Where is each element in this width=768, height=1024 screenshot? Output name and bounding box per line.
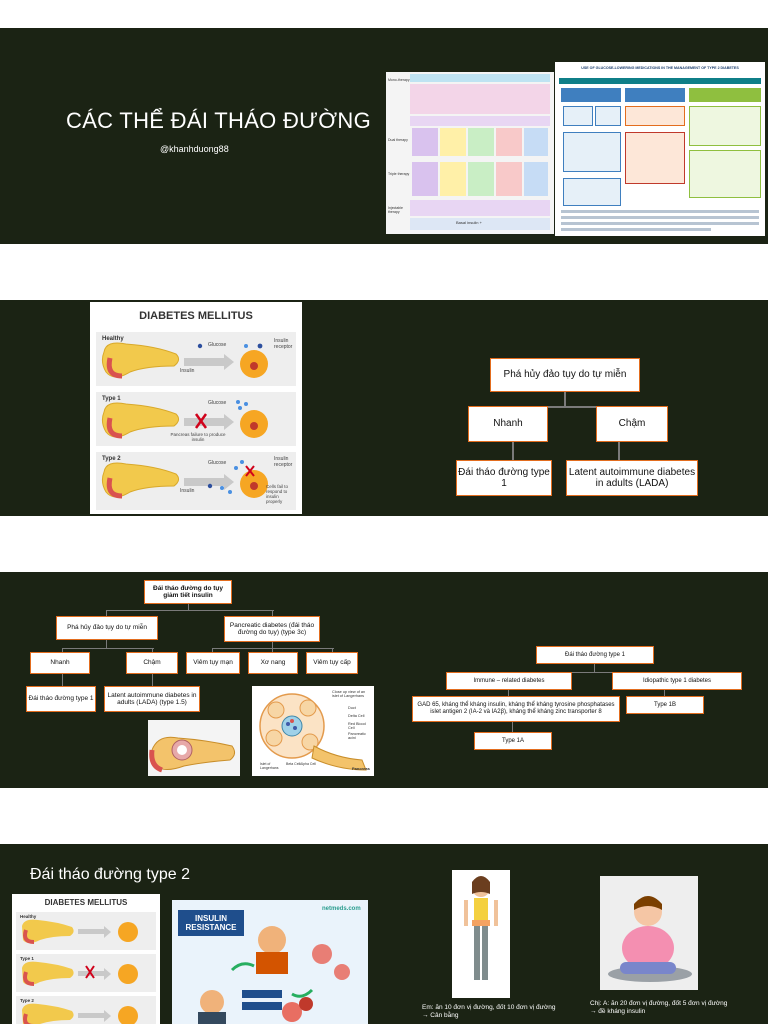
antibodies-list: GAD 65, kháng thể kháng insulin, kháng t… [412,696,620,722]
type2-failure-note: Cells fail to respond to insulin properl… [266,484,289,504]
pancreas-anatomy-image [148,720,240,776]
tree-slow: Chậm [126,652,178,674]
tree-fast: Nhanh [30,652,90,674]
arrows [184,354,234,490]
type1-glucose-note: Glucose [208,400,227,406]
tree-fast: Nhanh [468,406,548,442]
tree-lada: Latent autoimmune diabetes in adults (LA… [104,686,200,712]
caption-resistance-line2: → đề kháng insulin [590,1008,646,1016]
diabetes-mellitus-figure: DIABETES MELLITUS Healthy Type 1 Type 2 [90,302,302,514]
type1-x-mark [194,413,208,429]
glucose-dots [220,344,248,494]
slide-type1-overview: DIABETES MELLITUS Healthy Type 1 Type 2 [0,300,768,516]
label-red-blood-cell: Red Blood Cell [348,722,366,730]
overweight-person-image [600,876,698,990]
mono-therapy-label: Mono-therapy [388,78,410,82]
tree-type1: Đái tháo đường type 1 [456,460,552,496]
type1-root: Đái tháo đường type 1 [536,646,654,664]
healthy-receptor-note: Insulin receptor [274,338,293,350]
basal-insulin-label: Basal insulin + [456,220,482,225]
islet-langerhans-image: Close up view of an islet of Langerhans … [252,686,374,776]
label-pancreas: Pancreas [352,766,370,771]
idiopathic-type1: Idiopathic type 1 diabetes [612,672,742,690]
diabetes-mellitus-figure-small: DIABETES MELLITUS Healthy Type 1 Type 2 [12,894,160,1024]
row-type2-small: Type 2 [20,998,34,1003]
tree-slow: Chậm [596,406,668,442]
tree-chronic-pancreatitis: Viêm tụy mạn [186,652,240,674]
insulin-resistance-title: INSULIN RESISTANCE [178,910,244,936]
slide-type2-title: Đái tháo đường type 2 [30,866,190,883]
injectable-therapy-label: Injectable therapy [388,206,403,214]
pancreas-illustrations [101,342,268,499]
cells [240,350,268,498]
row-healthy-small: Healthy [20,914,37,919]
figure-title: DIABETES MELLITUS [139,310,253,322]
figure-title-small: DIABETES MELLITUS [44,898,128,907]
row-label-type1: Type 1 [102,396,121,402]
tree-autoimmune: Phá hủy đảo tụy do tự miễn [56,616,158,640]
algorithm-title: USE OF GLUCOSE-LOWERING MEDICATIONS IN T… [581,66,739,70]
pancreas-icon [101,342,180,499]
tree-acute-pancreatitis: Viêm tụy cấp [306,652,358,674]
label-duct: Duct [348,706,356,710]
slide-type2: Đái tháo đường type 2 DIABETES MELLITUS … [0,844,768,1024]
caption-balanced-line1: Em: ăn 10 đơn vị đường, đốt 10 đơn vị đư… [422,1004,556,1011]
slide-title-heading: CÁC THỂ ĐÁI THÁO ĐƯỜNG [66,108,372,133]
healthy-glucose-note: Glucose [208,342,227,348]
caption-balanced-line2: → Cân bằng [422,1012,459,1020]
type1a: Type 1A [474,732,552,750]
caption-balanced: Em: ăn 10 đơn vị đường, đốt 10 đơn vị đư… [422,1004,572,1021]
type2-x-mark [245,465,255,477]
tree-root-insulin-deficiency: Đái tháo đường do tụy giảm tiết insulin [144,580,232,604]
type1-failure-note: Pancreas failure to produce insulin [170,432,226,442]
type1b: Type 1B [626,696,704,714]
slim-person-image [452,870,510,998]
netmeds-brand: netmeds.com [322,906,361,912]
algorithm-thumbnail: USE OF GLUCOSE-LOWERING MEDICATIONS IN T… [555,62,765,236]
triple-therapy-label: Triple therapy [388,172,410,176]
immune-related: Immune – related diabetes [446,672,572,690]
insulin-resistance-infographic: INSULIN RESISTANCE netmeds.com [172,900,368,1024]
author-handle: @khanhduong88 [160,144,229,154]
row-label-healthy: Healthy [102,336,124,342]
tree-type1: Đái tháo đường type 1 [26,686,96,712]
row-label-type2: Type 2 [102,456,121,462]
insulin-dots [197,343,263,489]
healthy-insulin-note: Insulin [180,368,195,374]
tree-lada: Latent autoimmune diabetes in adults (LA… [566,460,698,496]
label-alpha-cell: Alpha Cell [300,762,316,766]
caption-resistance-line1: Chị: A: ăn 20 đơn vị đường, đốt 5 đơn vị… [590,1000,728,1007]
label-beta-cell: Beta Cell [286,762,301,766]
tree-pancreatic-diabetes: Pancreatic diabetes (đái tháo đường do t… [224,616,320,642]
label-delta-cell: Delta Cell [348,714,365,718]
type2-glucose-note: Glucose [208,460,227,466]
treatment-table-thumbnail: Mono-therapy Dual therapy Triple therapy… [386,72,554,234]
type2-receptor-note: Insulin receptor [274,456,293,468]
label-islet: Islet of Langerhans [260,762,279,770]
slide-pancreatic-tree: Đái tháo đường do tụy giảm tiết insulin … [0,572,768,788]
tree-cystic-fibrosis: Xơ nang [248,652,298,674]
tree-root-autoimmune: Phá hủy đảo tụy do tự miễn [490,358,640,392]
row-type1-small: Type 1 [20,956,34,961]
dual-therapy-label: Dual therapy [388,138,408,142]
islet-title: Close up view of an islet of Langerhans [332,690,366,698]
label-pancreatic-acini: Pancreatic acini [348,732,366,740]
slide-title: CÁC THỂ ĐÁI THÁO ĐƯỜNG @khanhduong88 Mon… [0,28,768,244]
type2-insulin-note: Insulin [180,488,195,494]
caption-resistance: Chị: A: ăn 20 đơn vị đường, đốt 5 đơn vị… [590,1000,750,1017]
